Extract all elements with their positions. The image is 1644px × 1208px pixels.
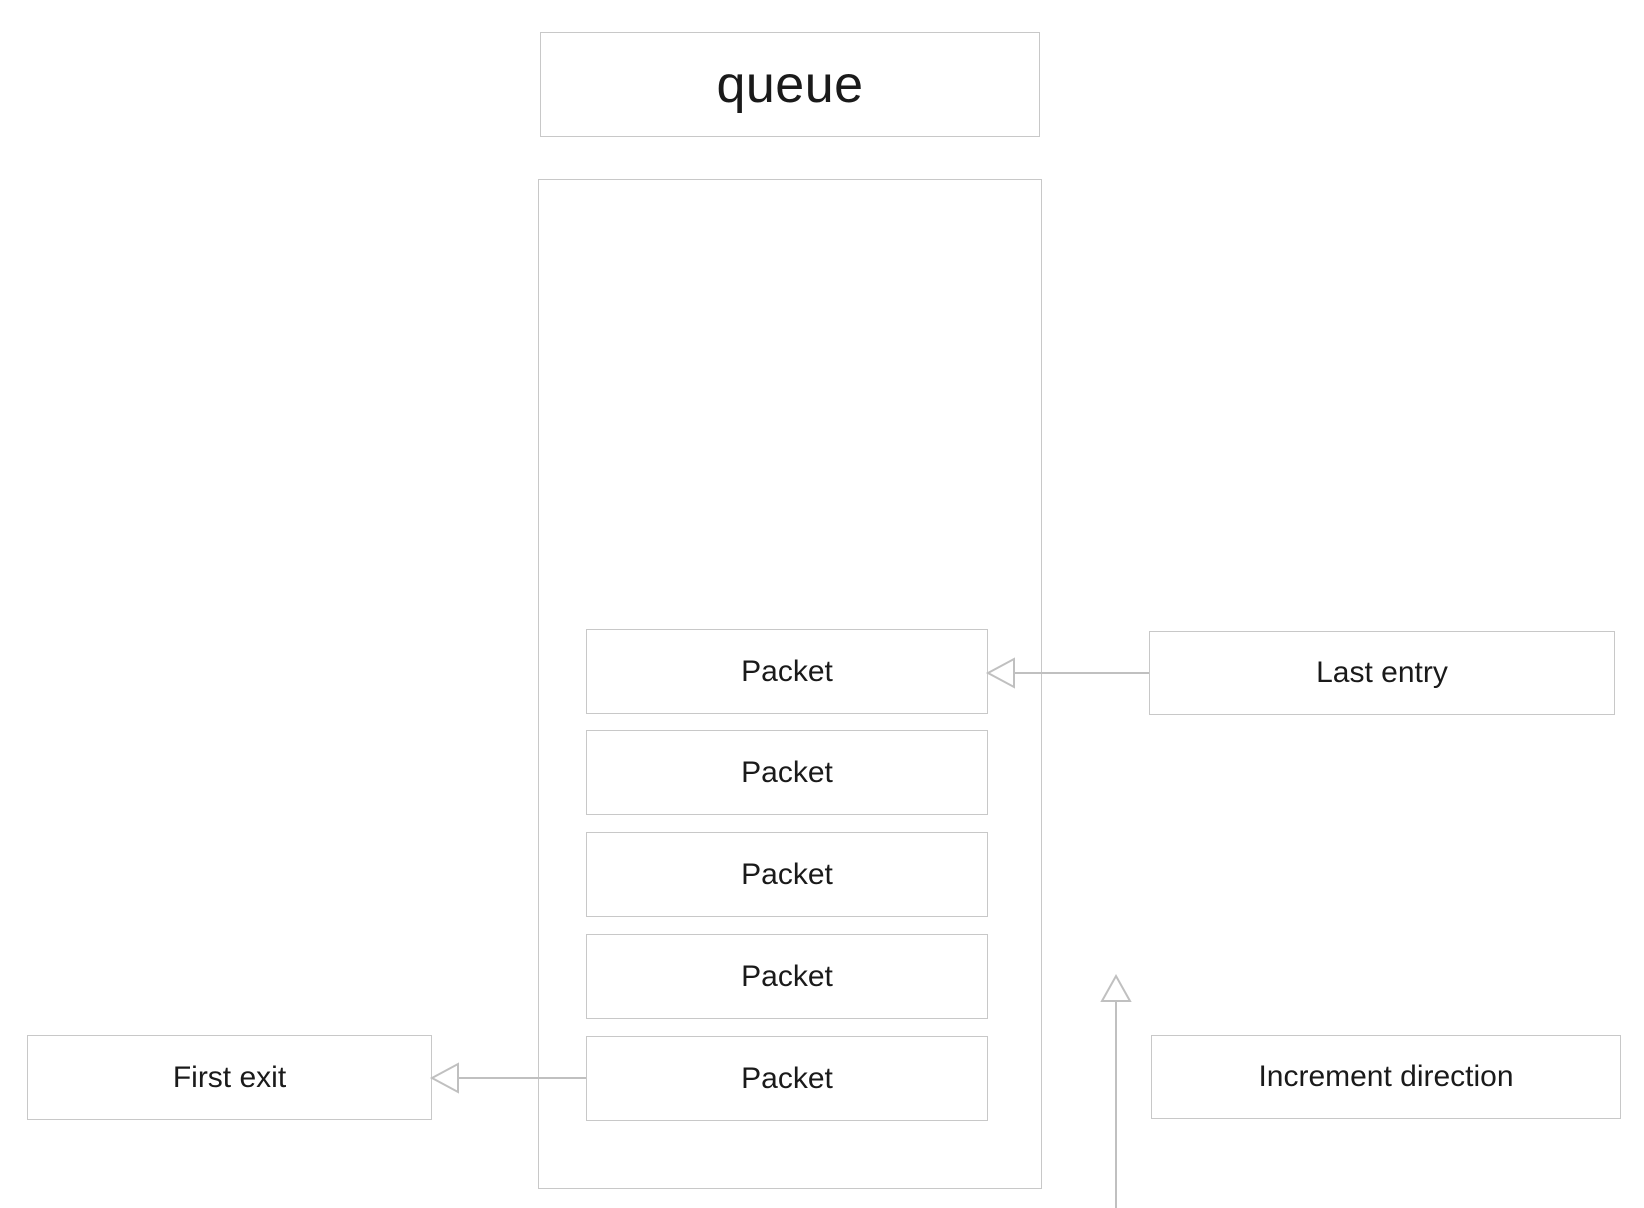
packet-label: Packet [741, 755, 833, 789]
increment-direction-box[interactable]: Increment direction [1151, 1035, 1621, 1119]
packet-label: Packet [741, 857, 833, 891]
first-exit-label: First exit [172, 1060, 287, 1094]
packet-box-1[interactable]: Packet [586, 629, 988, 714]
packet-label: Packet [741, 959, 833, 993]
packet-label: Packet [741, 654, 833, 688]
queue-title-box: queue [540, 32, 1040, 137]
packet-box-5[interactable]: Packet [586, 1036, 988, 1121]
first-exit-box[interactable]: First exit [27, 1035, 432, 1120]
packet-label: Packet [741, 1061, 833, 1095]
packet-box-3[interactable]: Packet [586, 832, 988, 917]
queue-container-box [538, 179, 1042, 1189]
packet-box-2[interactable]: Packet [586, 730, 988, 815]
increment-direction-label: Increment direction [1258, 1060, 1514, 1093]
arrowhead-left-icon [429, 1062, 459, 1094]
packet-box-4[interactable]: Packet [586, 934, 988, 1019]
arrowhead-up-icon [1100, 973, 1132, 1002]
last-entry-label: Last entry [1316, 656, 1448, 689]
last-entry-box[interactable]: Last entry [1149, 631, 1615, 715]
queue-title-label: queue [716, 55, 864, 114]
increment-direction-connector [1100, 973, 1132, 1208]
